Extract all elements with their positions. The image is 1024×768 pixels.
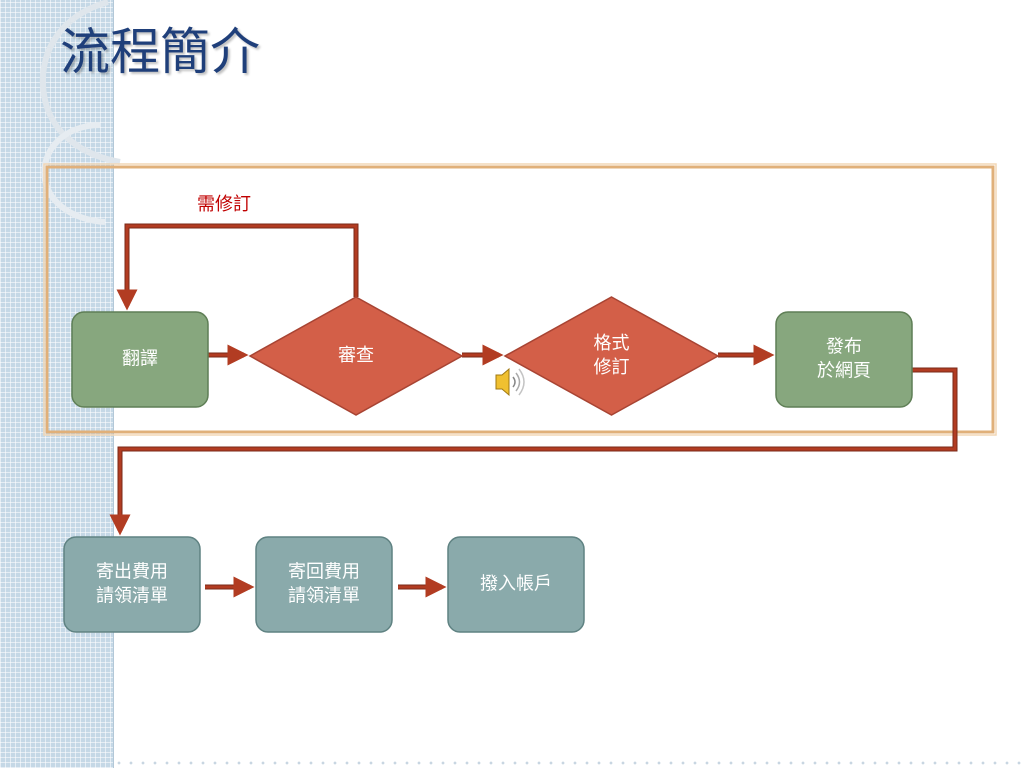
speaker-icon[interactable] <box>495 367 525 397</box>
process-box <box>775 311 913 408</box>
node-label: 撥入帳戶 <box>480 574 552 595</box>
node-label: 寄出費用 <box>96 562 168 583</box>
node-deposit: 撥入帳戶 <box>447 536 585 633</box>
page-title: 流程簡介 <box>60 23 260 81</box>
node-label: 寄回費用 <box>288 562 360 583</box>
connector-arrow <box>116 224 358 311</box>
connector-outline <box>124 223 359 306</box>
process-box <box>71 311 209 408</box>
nodes-layer: 翻譯審查格式修訂發布於網頁寄出費用請領清單寄回費用請領清單撥入帳戶 <box>63 296 913 633</box>
edge-publish-to-send-claim <box>109 367 958 536</box>
edge-label: 需修訂 <box>197 194 251 215</box>
node-label: 於網頁 <box>817 361 871 382</box>
decorative-arc-inner <box>41 122 106 225</box>
node-label: 請領清單 <box>288 586 360 607</box>
edge-review-to-translate: 需修訂 <box>116 194 359 311</box>
decorative-arc <box>39 0 121 165</box>
node-label: 格式 <box>594 333 630 354</box>
node-label: 審查 <box>338 345 374 366</box>
node-label: 請領清單 <box>96 586 168 607</box>
node-review: 審查 <box>248 296 464 416</box>
process-box <box>255 536 393 633</box>
edges-layer: 需修訂 <box>109 194 958 598</box>
highlight-frame-inner <box>43 163 997 436</box>
node-label: 發布 <box>826 337 862 358</box>
decision-shape <box>503 296 720 416</box>
highlight-frame <box>45 165 995 434</box>
process-box <box>447 536 585 633</box>
connector-arrow <box>109 368 957 536</box>
decision-shape <box>248 296 464 416</box>
node-label: 翻譯 <box>122 349 158 370</box>
process-box <box>63 536 201 633</box>
node-label: 修訂 <box>594 357 630 378</box>
node-translate: 翻譯 <box>71 311 209 408</box>
bottom-dotted-border <box>113 758 1024 768</box>
